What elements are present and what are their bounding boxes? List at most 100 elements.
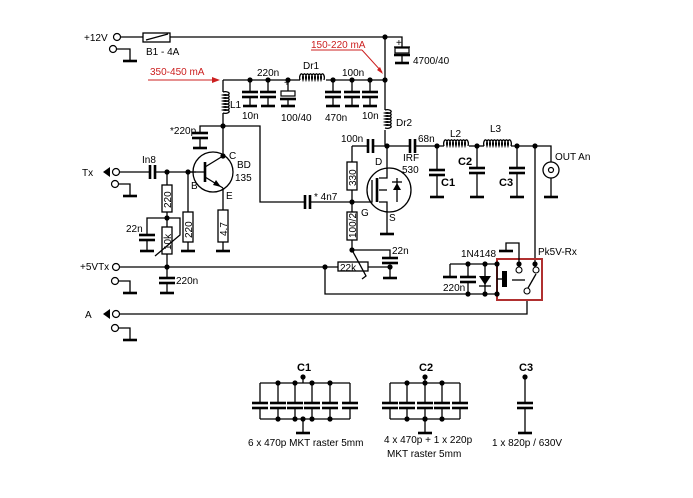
relay-contact bbox=[515, 266, 523, 274]
label-dr1: Dr1 bbox=[303, 61, 320, 72]
label-l1: L1 bbox=[230, 100, 242, 111]
diode-1n4148 bbox=[479, 276, 491, 285]
wire bbox=[385, 36, 403, 47]
label-r-100-2: 100/2 bbox=[348, 213, 359, 238]
label-pin-c: C bbox=[229, 151, 236, 162]
junction-dot bbox=[292, 380, 298, 386]
junction-dot bbox=[309, 416, 315, 422]
detail-c1-title: C1 bbox=[297, 362, 311, 374]
junction-dot bbox=[220, 153, 226, 159]
label-c-68n: 68n bbox=[418, 134, 435, 145]
antenna-output-connector bbox=[547, 166, 555, 174]
label-c-10n-b: 10n bbox=[362, 111, 379, 122]
label-elko-plus: + bbox=[284, 78, 290, 89]
detail-c2-desc1: 4 x 470p + 1 x 220p bbox=[384, 435, 473, 446]
label-5vtx: +5VTx bbox=[80, 262, 109, 273]
label-transistor-type: BD bbox=[237, 160, 251, 171]
junction-dot bbox=[300, 416, 306, 422]
input-arrow-icon bbox=[103, 167, 110, 177]
terminal bbox=[111, 262, 121, 272]
label-fet-num: 530 bbox=[402, 165, 419, 176]
label-relay: Pk5V-Rx bbox=[538, 247, 577, 258]
cap-100u bbox=[280, 90, 296, 97]
wire bbox=[351, 240, 391, 258]
label-c-470n: 470n bbox=[325, 113, 347, 124]
pot-wiper bbox=[154, 217, 181, 257]
detail-c1-desc: 6 x 470p MKT raster 5mm bbox=[248, 438, 363, 449]
junction-dot bbox=[327, 416, 333, 422]
junction-dot bbox=[494, 291, 500, 297]
label-pin-d: D bbox=[375, 157, 382, 168]
label-pin-s: S bbox=[389, 213, 396, 224]
label-c-220n: 220n bbox=[257, 68, 279, 79]
label-tx: Tx bbox=[82, 168, 93, 179]
junction-dot bbox=[439, 380, 445, 386]
choke-dr1 bbox=[299, 73, 325, 83]
current-arrow-icon bbox=[377, 67, 383, 74]
relay-contact bbox=[532, 266, 540, 274]
label-out: OUT An bbox=[555, 152, 590, 163]
terminal bbox=[112, 32, 122, 42]
label-pin-e: E bbox=[226, 191, 233, 202]
junction-dot bbox=[404, 380, 410, 386]
choke-dr2 bbox=[382, 109, 392, 129]
terminal bbox=[110, 323, 120, 333]
wire bbox=[379, 201, 388, 233]
wire bbox=[511, 145, 552, 162]
resistor-100-2 bbox=[346, 211, 358, 241]
label-r-10k: 10k bbox=[163, 233, 174, 250]
pot-wiper bbox=[351, 249, 367, 280]
wire bbox=[117, 48, 131, 60]
label-c-elko: 100/40 bbox=[281, 113, 312, 124]
terminal bbox=[110, 179, 120, 189]
label-r-4-7: 4.7 bbox=[219, 222, 230, 236]
detail-c2-title: C2 bbox=[419, 362, 433, 374]
inductor-l3 bbox=[483, 139, 512, 149]
input-arrow-icon bbox=[103, 309, 110, 319]
junction-dot bbox=[349, 247, 355, 253]
junction-dot bbox=[439, 416, 445, 422]
label-12v: +12V bbox=[84, 33, 108, 44]
junction-dot bbox=[422, 380, 428, 386]
wire bbox=[119, 327, 131, 339]
label-r-330: 330 bbox=[348, 169, 359, 186]
label-c-100n: 100n bbox=[342, 68, 364, 79]
label-c3: C3 bbox=[499, 177, 513, 189]
label-a: A bbox=[85, 310, 92, 321]
label-plus-main: + bbox=[396, 38, 402, 49]
emitter-arrow-icon bbox=[213, 180, 221, 187]
detail-c2-desc2: MKT raster 5mm bbox=[387, 449, 461, 460]
current-arrow-icon bbox=[361, 49, 383, 73]
wire bbox=[120, 300, 528, 315]
label-c-drain: 100n bbox=[341, 134, 363, 145]
junction-dot bbox=[532, 261, 538, 267]
terminal bbox=[108, 44, 118, 54]
label-c-22n-bias: 22n bbox=[392, 246, 409, 257]
wire bbox=[119, 280, 131, 292]
detail-c3-title: C3 bbox=[519, 362, 533, 374]
junction-dot bbox=[404, 416, 410, 422]
detail-c3-desc: 1 x 820p / 630V bbox=[492, 438, 562, 449]
label-fet-type: IRF bbox=[403, 153, 419, 164]
label-c-10n-a: 10n bbox=[242, 111, 259, 122]
wire bbox=[223, 125, 305, 203]
junction-dot bbox=[275, 416, 281, 422]
label-cap-main: 4700/40 bbox=[413, 56, 450, 67]
wire bbox=[505, 242, 520, 267]
wire bbox=[379, 146, 388, 179]
junction-dot bbox=[494, 261, 500, 267]
label-current-pa: 150-220 mA bbox=[311, 40, 366, 51]
junction-dot bbox=[422, 416, 428, 422]
label-current-driver: 350-450 mA bbox=[150, 67, 205, 78]
junction-dot bbox=[292, 416, 298, 422]
wire bbox=[146, 217, 167, 235]
label-dr2: Dr2 bbox=[396, 118, 413, 129]
label-c-22n: 22n bbox=[126, 224, 143, 235]
label-l3: L3 bbox=[490, 124, 502, 135]
junction-dot bbox=[275, 380, 281, 386]
label-fuse: B1 - 4A bbox=[146, 47, 180, 58]
relay-contact bbox=[523, 287, 531, 295]
label-c-4n7: * 4n7 bbox=[314, 192, 338, 203]
